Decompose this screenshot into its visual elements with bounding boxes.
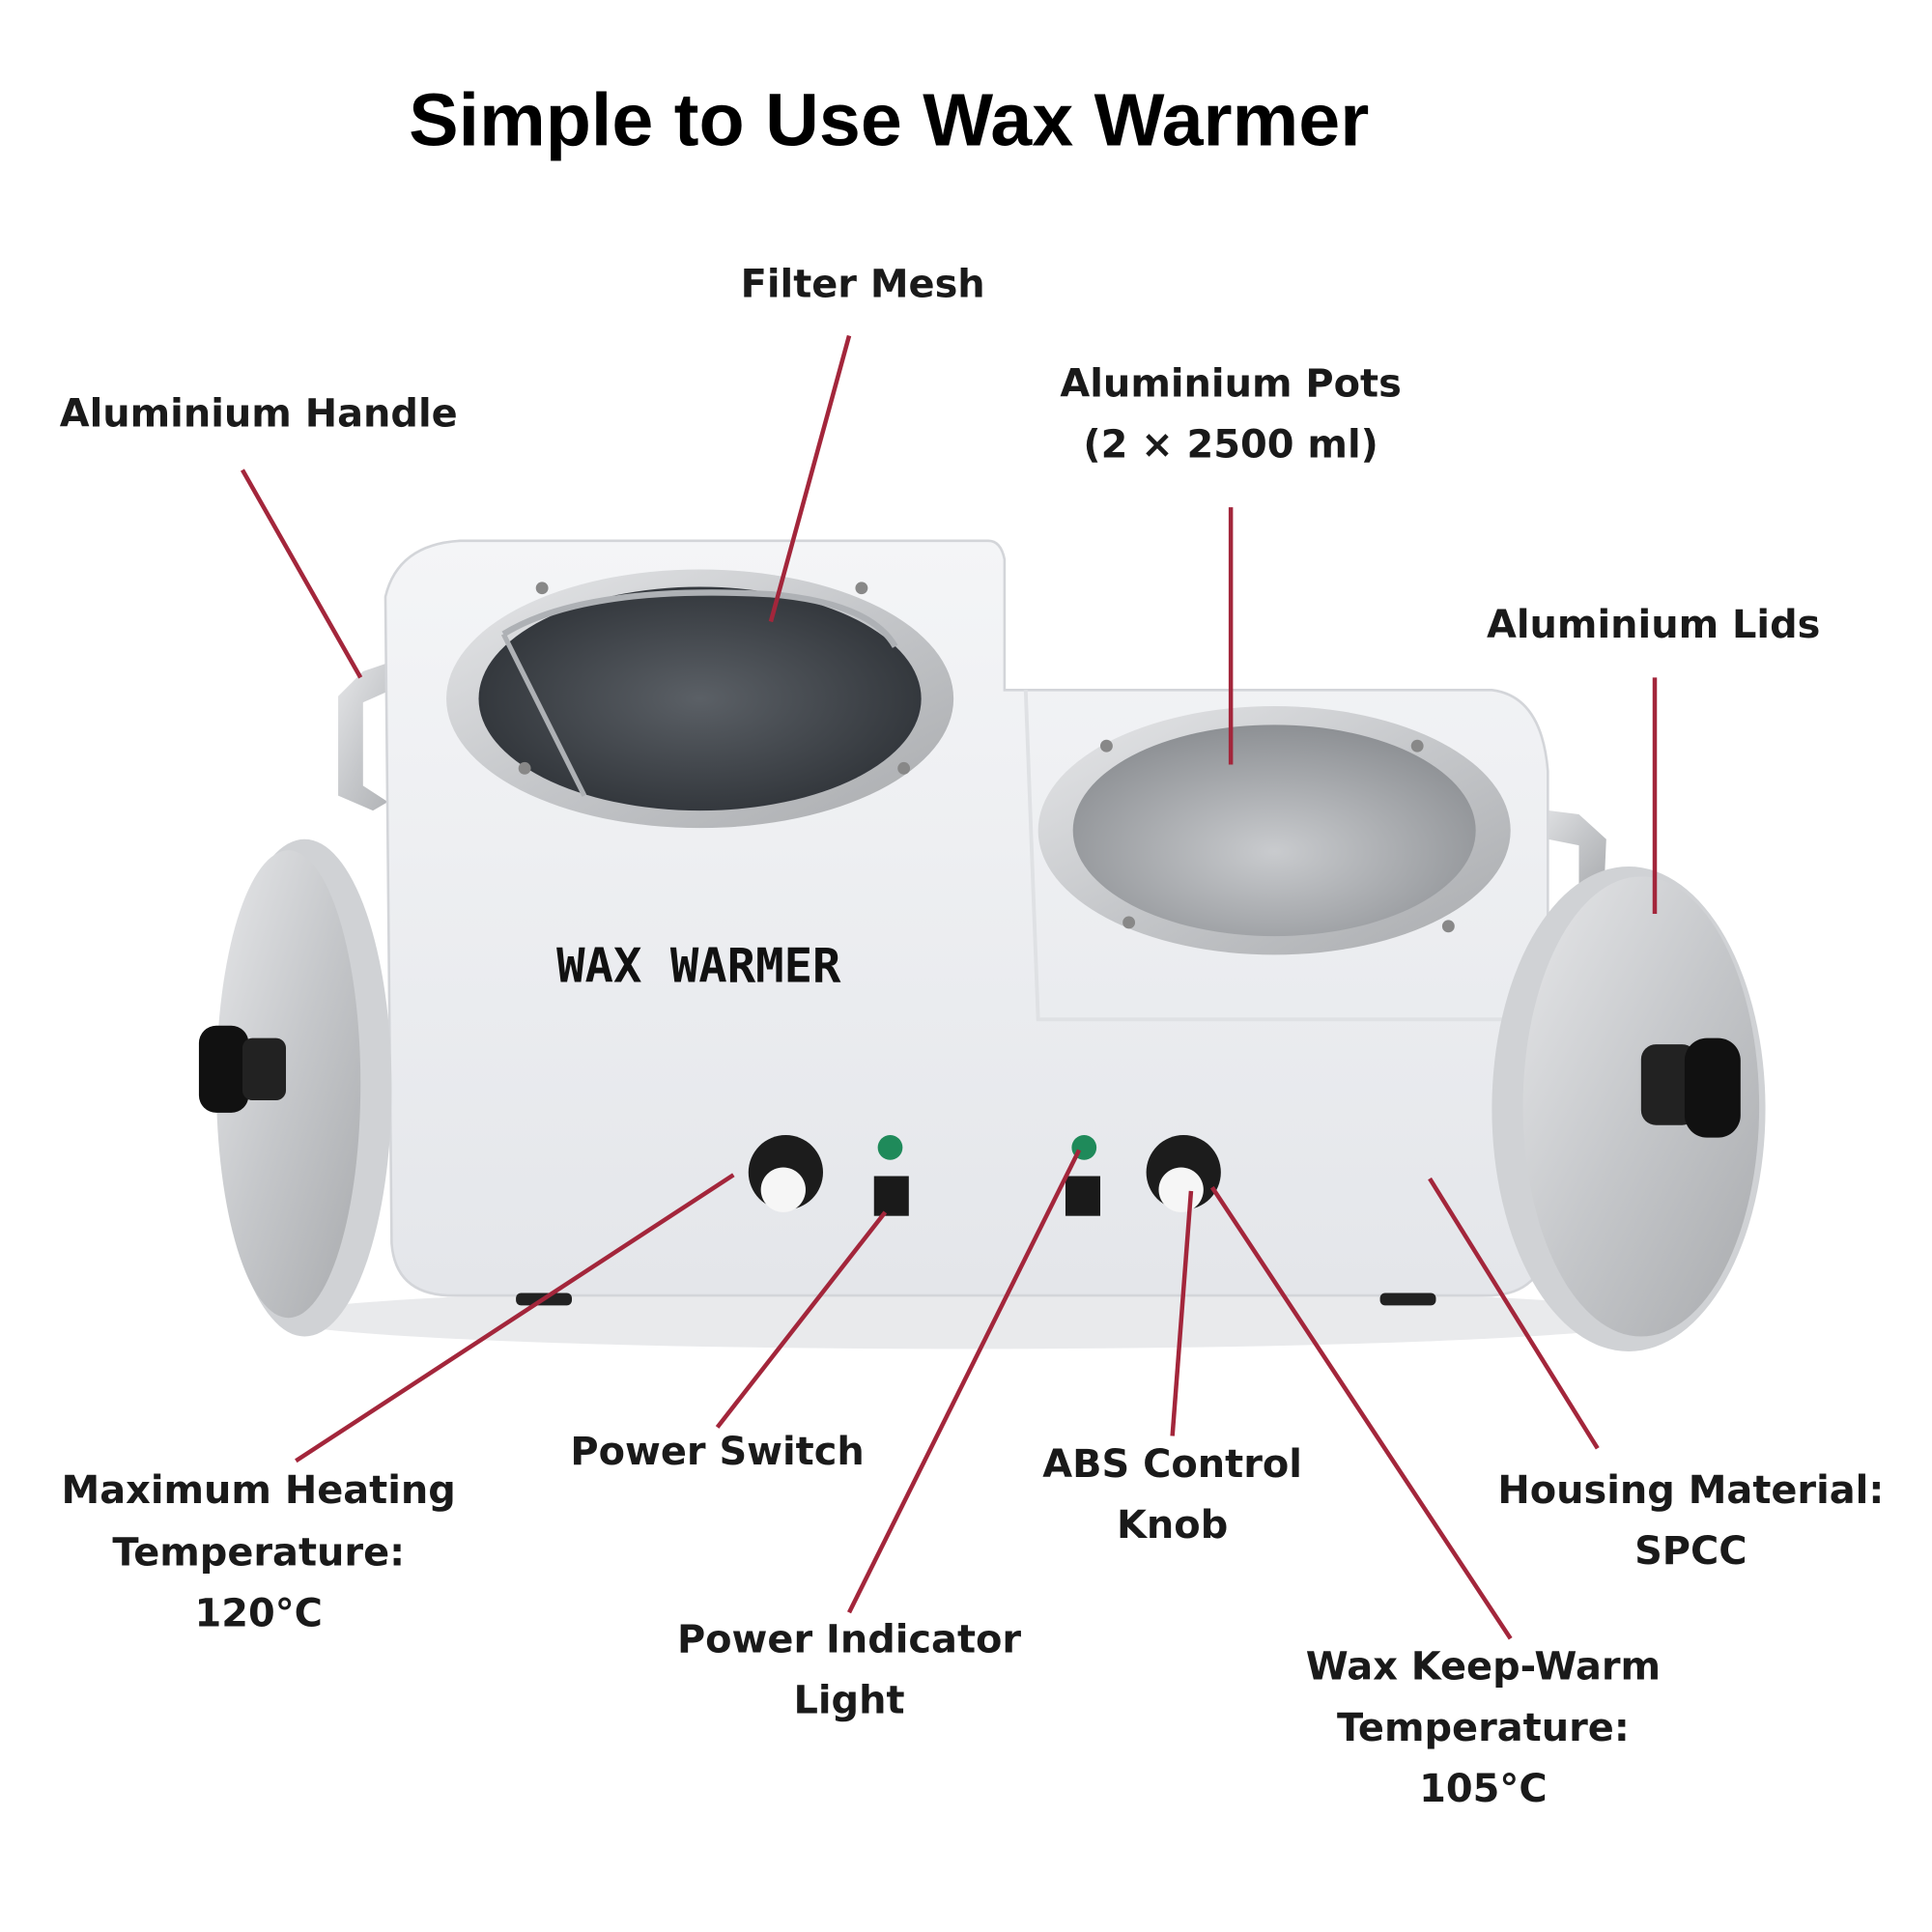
- label-lids: Aluminium Lids: [1487, 603, 1820, 647]
- left-lid-knob: [198, 1025, 249, 1113]
- filter-mesh: [478, 586, 922, 811]
- leader-housing: [1428, 1177, 1600, 1450]
- label-keep-warm-line2: Temperature:: [1337, 1706, 1630, 1750]
- label-keep-warm-line1: Wax Keep-Warm: [1306, 1645, 1661, 1690]
- leader-max-temp: [295, 1173, 735, 1463]
- label-indicator-line1: Power Indicator: [677, 1617, 1021, 1662]
- left-indicator-light: [877, 1135, 903, 1160]
- label-max-temp-line1: Maximum Heating: [62, 1468, 456, 1513]
- page-title: Simple to Use Wax Warmer: [409, 79, 1369, 162]
- leader-knob: [1170, 1190, 1194, 1436]
- label-pots-line1: Aluminium Pots: [1060, 362, 1401, 407]
- leader-handle: [241, 469, 363, 679]
- wax-warmer-product: WAX WARMER: [198, 539, 1766, 1351]
- label-handle: Aluminium Handle: [60, 391, 458, 436]
- product-brand-print: WAX WARMER: [556, 939, 841, 994]
- leader-keep-warm: [1209, 1185, 1513, 1640]
- label-knob-line2: Knob: [1117, 1503, 1228, 1548]
- label-housing-line1: Housing Material:: [1497, 1468, 1884, 1513]
- label-filter-mesh: Filter Mesh: [741, 263, 985, 307]
- right-lid: [1492, 867, 1766, 1351]
- leader-indicator: [847, 1149, 1082, 1614]
- label-knob-line1: ABS Control: [1042, 1442, 1302, 1487]
- label-max-temp-line3: 120°C: [194, 1591, 322, 1635]
- label-housing-line2: SPCC: [1634, 1529, 1747, 1574]
- right-lid-knob: [1640, 1044, 1697, 1125]
- leader-power-switch: [715, 1210, 888, 1429]
- label-pots-line2: (2 × 2500 ml): [1083, 423, 1378, 468]
- left-lid: [198, 838, 392, 1337]
- label-max-temp-line2: Temperature:: [112, 1530, 405, 1575]
- leader-filter-mesh: [768, 334, 852, 623]
- label-keep-warm-line3: 105°C: [1419, 1767, 1547, 1811]
- left-power-switch: [873, 1176, 909, 1216]
- right-pot: [1072, 724, 1476, 937]
- left-handle: [338, 655, 411, 811]
- right-power-switch: [1065, 1176, 1100, 1216]
- label-power-switch: Power Switch: [570, 1430, 864, 1474]
- label-indicator-line2: Light: [793, 1678, 904, 1722]
